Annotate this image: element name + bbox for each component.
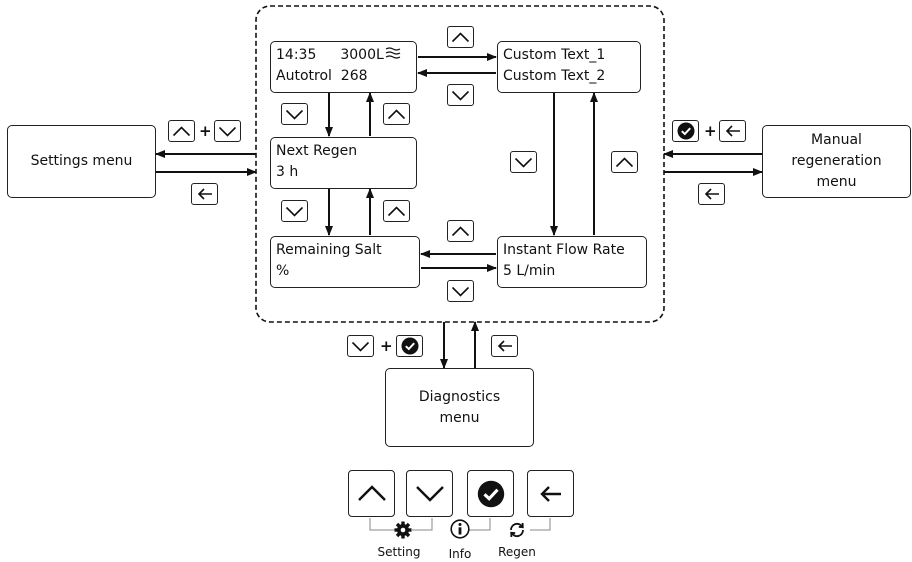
back-button <box>698 183 725 205</box>
home-screen: 14:35 3000L Autotrol 268 <box>270 41 417 93</box>
arrow-left-icon <box>197 188 212 200</box>
plus-sign: + <box>199 122 212 140</box>
chevron-down-icon <box>285 206 304 217</box>
legend-up-button <box>348 470 395 517</box>
chevron-up-icon <box>387 205 406 216</box>
check-circle-icon <box>477 480 504 507</box>
ok-button <box>396 335 423 357</box>
legend-setting-label: Setting <box>377 545 421 559</box>
down-button <box>281 103 308 125</box>
back-button <box>191 183 218 205</box>
legend-down-button <box>406 470 453 517</box>
up-button <box>447 26 474 48</box>
custom-line1: Custom Text_1 <box>503 47 606 63</box>
chevron-down-icon <box>451 90 470 101</box>
chevron-up-icon <box>451 31 470 42</box>
refresh-icon <box>510 522 524 538</box>
display-outline <box>255 5 665 323</box>
remaining-salt-screen: Remaining Salt % <box>270 236 420 288</box>
down-button <box>347 335 374 357</box>
legend-bracket-setting-right <box>412 518 433 531</box>
chevron-down-icon <box>415 486 444 502</box>
up-button <box>383 200 410 222</box>
home-volume: 3000L <box>340 47 384 63</box>
down-button <box>447 280 474 302</box>
plus-sign: + <box>380 337 393 355</box>
next-regen-line2: 3 h <box>276 164 299 180</box>
up-button <box>168 120 195 142</box>
check-circle-icon <box>401 337 418 355</box>
check-circle-icon <box>677 122 694 140</box>
remaining-salt-line2: % <box>276 263 290 279</box>
diagnostics-menu-box: Diagnostics menu <box>385 368 534 447</box>
next-regen-line1: Next Regen <box>276 143 358 159</box>
custom-line2: Custom Text_2 <box>503 68 606 84</box>
legend-bracket-info-right <box>468 518 491 531</box>
flow-rate-line1: Instant Flow Rate <box>503 242 625 258</box>
chevron-down-icon <box>351 341 370 352</box>
down-button <box>447 84 474 106</box>
home-line2: Autotrol 268 <box>276 68 368 84</box>
remaining-salt-line1: Remaining Salt <box>276 242 382 258</box>
manual-regen-menu-box: Manual regeneration menu <box>762 125 911 198</box>
legend-regen-label: Regen <box>498 545 536 559</box>
arrow-left-icon <box>704 188 719 200</box>
arrow-left-icon <box>539 485 561 502</box>
plus-sign: + <box>704 122 717 140</box>
legend-ok-button <box>467 470 514 517</box>
legend-bracket-setting <box>369 518 395 531</box>
chevron-up-icon <box>387 108 406 119</box>
flow-rate-line2: 5 L/min <box>503 263 556 279</box>
arrow-left-icon <box>497 340 512 352</box>
legend-back-button <box>527 470 574 517</box>
chevron-down-icon <box>451 286 470 297</box>
chevron-down-icon <box>285 109 304 120</box>
chevron-up-icon <box>615 156 634 167</box>
chevron-up-icon <box>172 125 191 136</box>
down-button <box>510 151 537 173</box>
chevron-down-icon <box>218 126 237 137</box>
down-button <box>281 200 308 222</box>
up-button <box>383 103 410 125</box>
next-regen-screen: Next Regen 3 h <box>270 137 417 189</box>
gear-icon <box>394 521 412 539</box>
settings-menu-box: Settings menu <box>7 125 156 198</box>
up-button <box>447 220 474 242</box>
custom-screen: Custom Text_1 Custom Text_2 <box>497 41 641 93</box>
chevron-up-icon <box>451 225 470 236</box>
up-button <box>611 151 638 173</box>
back-button <box>491 335 518 357</box>
info-icon <box>450 519 470 539</box>
home-time: 14:35 <box>276 47 317 63</box>
legend-info-label: Info <box>448 547 472 561</box>
arrow-left-icon <box>725 125 740 137</box>
legend-bracket-regen <box>530 518 551 531</box>
down-button <box>214 120 241 142</box>
chevron-down-icon <box>514 157 533 168</box>
ok-button <box>672 120 699 142</box>
wave-icon <box>385 47 401 59</box>
chevron-up-icon <box>357 485 386 501</box>
back-button <box>719 120 746 142</box>
flow-rate-screen: Instant Flow Rate 5 L/min <box>497 236 647 288</box>
